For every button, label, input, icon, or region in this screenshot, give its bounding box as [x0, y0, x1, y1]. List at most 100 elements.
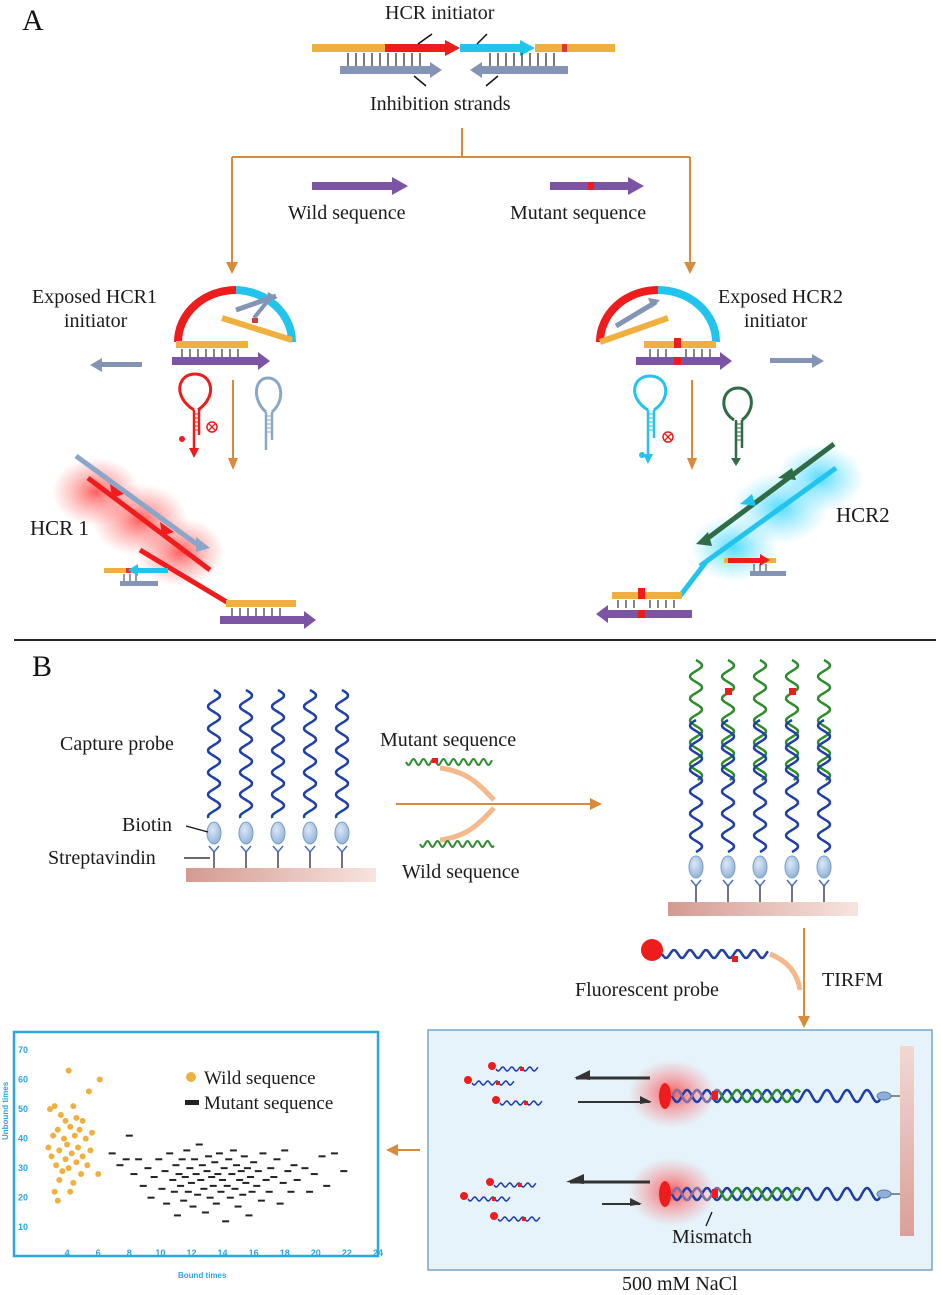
wild-point [50, 1132, 57, 1139]
mutant-point [330, 1152, 338, 1155]
mutant-point [259, 1152, 267, 1155]
x-tick-label: 20 [311, 1248, 321, 1258]
y-axis-label: Unbound times [1, 1081, 10, 1140]
wild-point [70, 1103, 77, 1110]
wild-point [76, 1126, 83, 1133]
mutant-point [173, 1214, 181, 1217]
mutant-point [212, 1202, 220, 1205]
mutant-point [125, 1134, 133, 1137]
mutant-point [254, 1170, 262, 1173]
hcr-initiator-label: HCR initiator [385, 2, 495, 24]
tirfm-label: TIRFM [822, 969, 883, 991]
mutant-point [228, 1173, 236, 1176]
tirfm-duplex [659, 1181, 900, 1207]
mutant-point [150, 1176, 158, 1179]
mutant-sequence-arrow [550, 177, 644, 195]
hcr2-polymer [596, 441, 864, 623]
mutant-point [234, 1205, 242, 1208]
free-probe [492, 1096, 543, 1106]
x-tick-label: 8 [127, 1248, 132, 1258]
mutant-point [301, 1167, 309, 1170]
hybridized-probe [720, 658, 736, 902]
wild-point [46, 1106, 53, 1113]
mutant-point [181, 1176, 189, 1179]
wild-point [79, 1153, 86, 1160]
x-tick-label: 18 [280, 1248, 290, 1258]
wild-point [67, 1188, 74, 1195]
mutant-point [147, 1196, 155, 1199]
capture-surface-right [668, 658, 858, 916]
mutant-point [233, 1164, 241, 1167]
mutant-point [178, 1158, 186, 1161]
mutant-point [270, 1176, 278, 1179]
wild-point [64, 1141, 71, 1148]
mutant-point [323, 1184, 331, 1187]
hybridized-probe [752, 658, 768, 902]
exposed-hcr2-complex [596, 286, 824, 370]
biotin-label: Biotin [122, 814, 172, 836]
legend-wild-marker [186, 1072, 196, 1082]
mutant-point [192, 1173, 200, 1176]
mutant-point [248, 1190, 256, 1193]
wild-point [57, 1111, 64, 1118]
hcr2-hairpin-cyan [633, 374, 674, 464]
capture-probe [302, 688, 318, 868]
branch-arrows [231, 128, 691, 266]
hcr1-hairpin-slate [255, 376, 283, 450]
mismatch-label: Mismatch [672, 1226, 752, 1248]
mutant-point [306, 1190, 314, 1193]
mutant-point [163, 1202, 171, 1205]
y-tick-label: 70 [18, 1045, 28, 1055]
capture-probe [270, 688, 286, 868]
wild-point [68, 1150, 75, 1157]
mutant-point [189, 1205, 197, 1208]
mutant-point [130, 1173, 138, 1176]
wild-point [45, 1144, 52, 1151]
mutant-point [144, 1167, 152, 1170]
wild-point [65, 1165, 72, 1172]
capture-surface-left [186, 688, 376, 882]
mutant-point [265, 1190, 273, 1193]
x-tick-label: 14 [218, 1248, 228, 1258]
capture-probe-label: Capture probe [60, 733, 174, 755]
wild-point [88, 1129, 95, 1136]
mutant-point [310, 1173, 318, 1176]
panel-label-a: A [22, 4, 44, 37]
mutant-point [175, 1173, 183, 1176]
x-tick-label: 6 [96, 1248, 101, 1258]
mutant-point [211, 1161, 219, 1164]
mutant-point [155, 1158, 163, 1161]
wild-sequence-label-a: Wild sequence [288, 202, 406, 224]
mutant-point [257, 1199, 265, 1202]
mutant-point [281, 1149, 289, 1152]
wild-sequence-arrow [312, 177, 408, 195]
mutant-point [222, 1220, 230, 1223]
legend-mutant-marker [185, 1100, 199, 1105]
mutant-point [247, 1176, 255, 1179]
mutant-sequence-label-a: Mutant sequence [510, 202, 646, 224]
wild-point [62, 1117, 69, 1124]
mutant-point [205, 1155, 213, 1158]
mutant-point [267, 1167, 275, 1170]
mutant-point [215, 1152, 223, 1155]
mutant-point [245, 1214, 253, 1217]
wild-point [73, 1114, 80, 1121]
mutant-point [273, 1158, 281, 1161]
mutant-point [135, 1158, 143, 1161]
mutant-sequence-label-b: Mutant sequence [380, 729, 516, 751]
wild-point [56, 1176, 63, 1183]
y-tick-label: 30 [18, 1163, 28, 1173]
mutant-point [169, 1178, 177, 1181]
wild-point [60, 1135, 67, 1142]
wild-point [82, 1135, 89, 1142]
mutant-point [276, 1202, 284, 1205]
exposed-hcr1-complex [90, 286, 296, 372]
fluorescent-probe-label: Fluorescent probe [575, 979, 719, 1001]
mutant-point [287, 1190, 295, 1193]
wild-point [51, 1188, 58, 1195]
streptavidin-label: Streptavindin [48, 847, 156, 869]
mutant-point [158, 1187, 166, 1190]
wild-point [65, 1067, 72, 1074]
mutant-point [239, 1193, 247, 1196]
